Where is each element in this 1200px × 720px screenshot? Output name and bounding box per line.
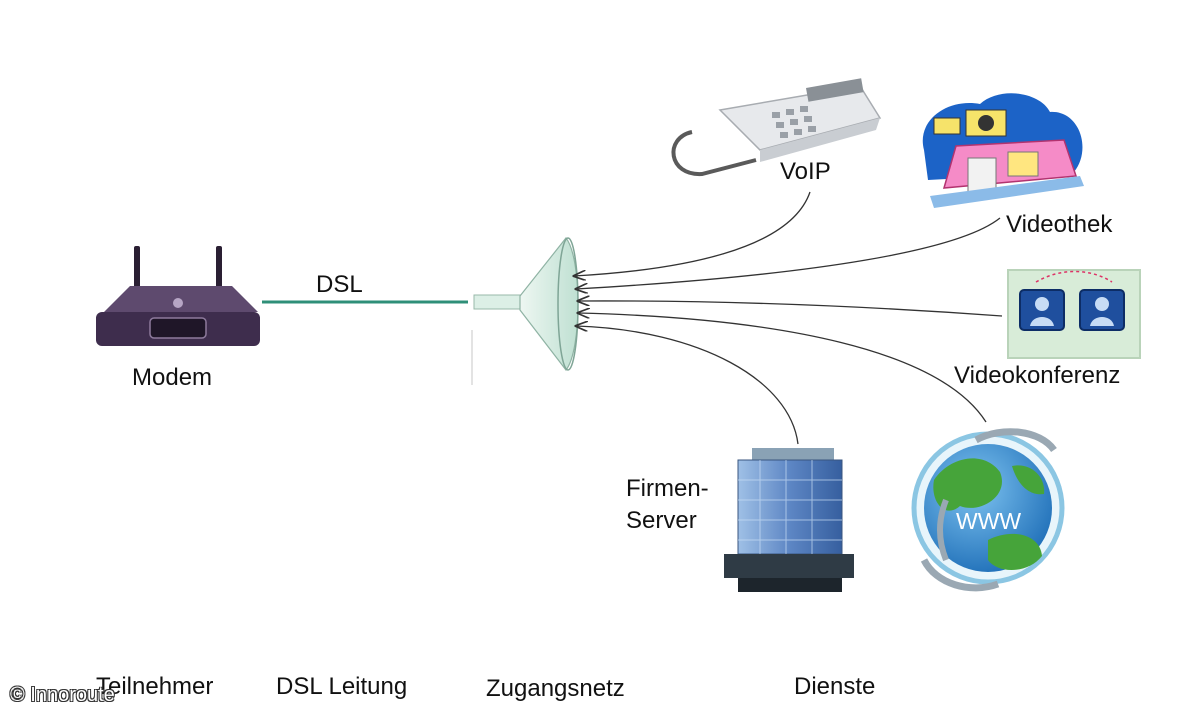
service-connectors bbox=[574, 191, 1003, 445]
connector-videothek bbox=[576, 217, 1001, 289]
office-building-icon bbox=[724, 448, 854, 592]
copyright-watermark: © Innoroute bbox=[10, 684, 115, 706]
connector-firmen-server bbox=[576, 326, 799, 445]
modem-icon bbox=[96, 246, 260, 346]
connector-www bbox=[578, 313, 987, 423]
videothek-icon bbox=[922, 93, 1084, 208]
footer-teilnehmer: Teilnehmer bbox=[96, 673, 214, 700]
footer-zugangsnetz: Zugangsnetz bbox=[486, 675, 625, 702]
connector-voip bbox=[574, 191, 811, 276]
globe-icon bbox=[911, 428, 1065, 592]
www-label: WWW bbox=[956, 508, 1022, 534]
footer-dienste: Dienste bbox=[794, 673, 876, 700]
videokonferenz-label: Videokonferenz bbox=[954, 362, 1121, 389]
footer-dsl-leitung: DSL Leitung bbox=[276, 673, 408, 700]
videokonferenz-icon bbox=[1007, 269, 1141, 359]
phone-icon bbox=[671, 78, 882, 177]
voip-label: VoIP bbox=[780, 158, 831, 185]
firmen-server-label: Firmen- Server bbox=[626, 475, 709, 535]
modem-label: Modem bbox=[132, 364, 213, 391]
funnel-icon bbox=[471, 237, 579, 385]
dsl-label: DSL bbox=[316, 271, 363, 298]
videothek-label: Videothek bbox=[1006, 211, 1113, 238]
connector-videokonferenz bbox=[578, 301, 1003, 317]
